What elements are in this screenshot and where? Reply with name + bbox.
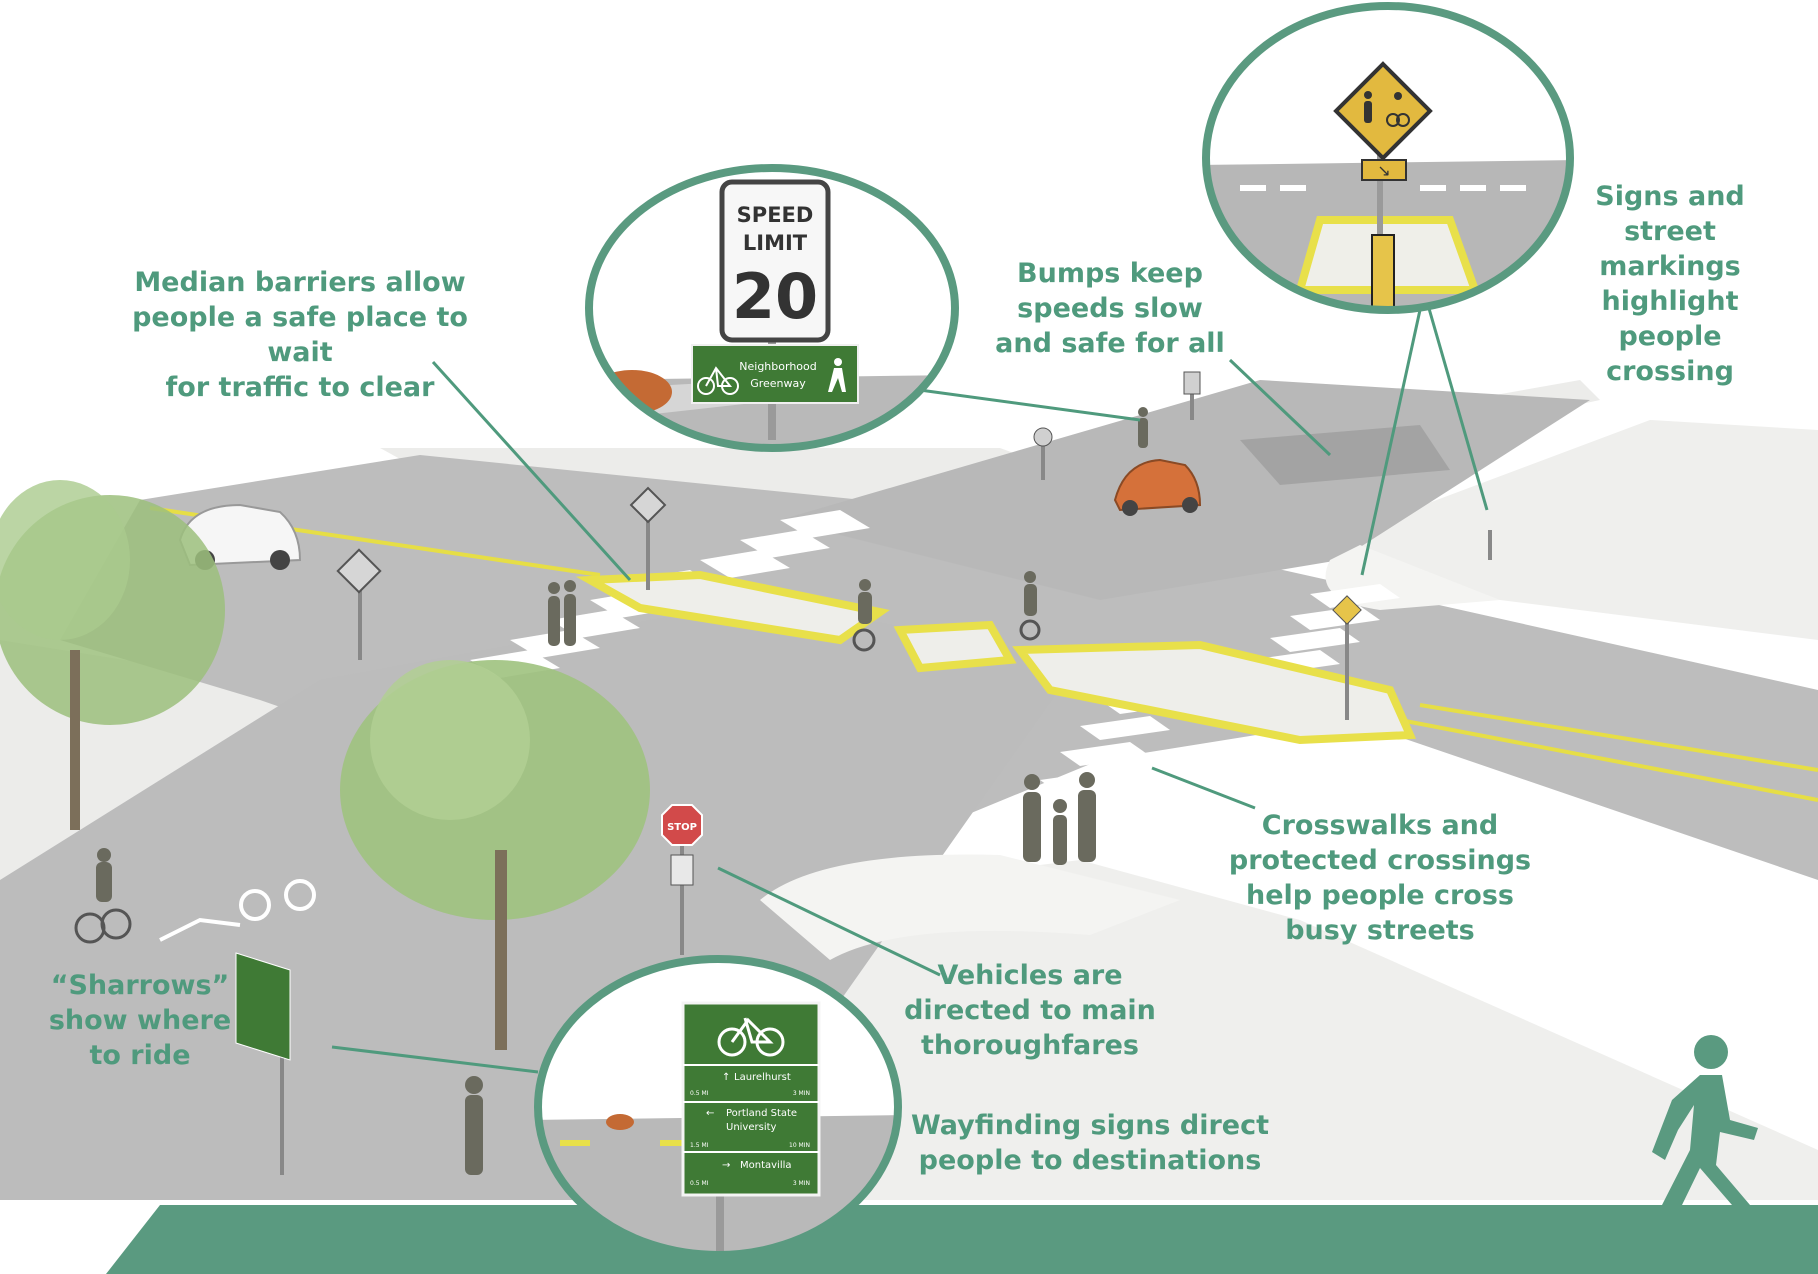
destination-distance: 1.5 MI: [690, 1142, 709, 1149]
speed-limit-sign: [719, 179, 831, 343]
crossing-warning-sign: [1333, 61, 1433, 161]
leader-lines: [331, 304, 1489, 1074]
arrow-left-icon: ←: [706, 1108, 715, 1119]
callout-sharrows: “Sharrows” show where to ride: [48, 970, 232, 1071]
speed-limit-magnifier: SPEED LIMIT 20 Neighborhood Greenway: [585, 164, 959, 452]
leader-median: [431, 360, 632, 582]
destination-name-line2: University: [726, 1122, 777, 1133]
sidewalk-top-left: [380, 448, 1060, 520]
tree-center: [340, 660, 650, 1050]
destination-name: Laurelhurst: [734, 1072, 791, 1083]
callout-median-barriers: Median barriers allow people a safe plac…: [132, 267, 468, 403]
wayfinding-row: → Montavilla 0.5 MI 3 MIN: [686, 1152, 816, 1190]
walking-person-icon: [1652, 1035, 1758, 1205]
scene-wayfinding-sign: [235, 952, 291, 1061]
median-center: [893, 620, 1017, 673]
tree-left: [0, 480, 225, 830]
destination-distance: 0.5 MI: [690, 1180, 709, 1187]
bollard: [1371, 234, 1395, 310]
footer-band: [106, 1205, 1818, 1274]
leader-signs-2: [1426, 304, 1489, 511]
destination-time: 3 MIN: [792, 1090, 810, 1097]
pedestrians-left: [548, 580, 576, 646]
destination-name: Montavilla: [740, 1160, 792, 1171]
street-network: [0, 380, 1818, 1200]
crossing-sign-magnifier: ↘: [1202, 2, 1574, 314]
cyclist-median: [852, 579, 876, 652]
arrow-plaque: [1361, 159, 1407, 181]
scene-signposts: STOP: [235, 371, 1492, 1175]
leader-bumps: [1228, 358, 1332, 457]
speed-sign-value: 20: [732, 260, 818, 333]
leader-signs-1: [1360, 309, 1422, 576]
pedestrian-bottom: [465, 1076, 483, 1175]
pedestrian-bike-icon: [1364, 91, 1410, 127]
median-left: [575, 570, 890, 645]
cyclist-left: [74, 848, 132, 944]
pedestrian-group: [1023, 772, 1096, 865]
speed-hump: [1240, 425, 1450, 485]
wayfinding-row: ← Portland State University 1.5 MI 10 MI…: [686, 1102, 816, 1152]
leader-sharrows: [331, 1045, 539, 1074]
callout-crosswalks: Crosswalks and protected crossings help …: [1228, 810, 1532, 946]
pedestrian-sign-icon: [828, 358, 846, 392]
greenway-line2: Greenway: [750, 377, 806, 390]
stop-sign: [661, 804, 703, 846]
wayfinding-destinations: ↑ Laurelhurst 0.5 MI 3 MIN ← Portland St…: [686, 1068, 816, 1190]
leader-crosswalks: [1151, 766, 1256, 810]
callout-bumps: Bumps keep speeds slow and safe for all: [995, 258, 1225, 359]
destination-name: Portland State: [726, 1108, 798, 1119]
destination-distance: 0.5 MI: [690, 1090, 709, 1097]
arrow-up-icon: ↑: [722, 1072, 731, 1083]
bicycle-icon: [717, 1017, 785, 1057]
callout-signs-markings: Signs and street markings highlight peop…: [1595, 181, 1745, 387]
destination-time: 3 MIN: [792, 1180, 810, 1187]
arrow-right-icon: →: [722, 1160, 731, 1171]
destination-time: 10 MIN: [789, 1142, 810, 1149]
sharrow-marking: [159, 879, 316, 942]
curb-corner: [760, 854, 1180, 960]
callout-vehicles: Vehicles are directed to main thoroughfa…: [904, 960, 1156, 1061]
bicycle-icon: [697, 366, 739, 395]
wayfinding-magnifier: [534, 955, 902, 1259]
stop-sign-label: STOP: [667, 822, 697, 833]
leader-vehicles: [717, 866, 941, 977]
speed-sign-line1: SPEED: [737, 203, 814, 227]
callout-wayfinding: Wayfinding signs direct people to destin…: [910, 1110, 1270, 1176]
people: [74, 407, 1148, 1175]
greenway-line1: Neighborhood: [739, 360, 816, 373]
trees: [0, 480, 650, 1050]
cyclist-center: [1019, 571, 1041, 641]
leader-speed: [904, 386, 1141, 422]
speed-sign-line2: LIMIT: [743, 231, 808, 255]
median-right: [1012, 640, 1417, 745]
car-orange: [1113, 458, 1202, 516]
pedestrian-top: [1138, 407, 1148, 448]
wayfinding-row: ↑ Laurelhurst 0.5 MI 3 MIN: [686, 1068, 816, 1102]
arrow-plaque-arrow: ↘: [1377, 161, 1390, 180]
sidewalk-bottom: [740, 860, 1818, 1200]
medians: [575, 570, 1417, 745]
